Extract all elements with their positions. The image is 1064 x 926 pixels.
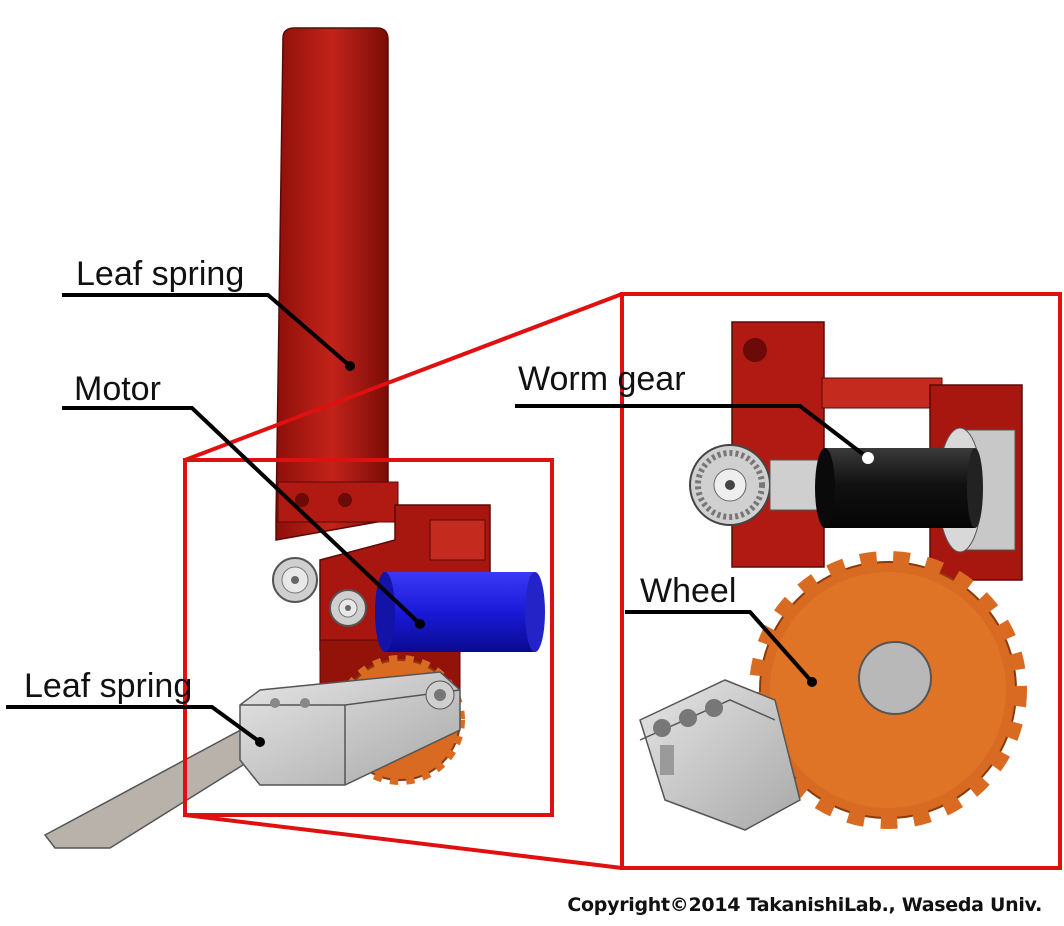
callout-leaf-spring-top: Leaf spring <box>62 255 355 371</box>
inset-clamp-block <box>639 679 801 831</box>
motor-cylinder <box>375 572 545 652</box>
callout-leaf-spring-bottom: Leaf spring <box>6 667 265 747</box>
inset-wheel <box>749 551 1027 829</box>
label-wheel: Wheel <box>640 572 736 610</box>
label-worm-gear: Worm gear <box>518 360 686 398</box>
leaf-spring-horizontal <box>43 724 277 849</box>
label-leaf-spring-bottom: Leaf spring <box>24 667 192 705</box>
callout-motor: Motor <box>62 370 425 629</box>
callout-wheel: Wheel <box>625 572 817 687</box>
label-leaf-spring-top: Leaf spring <box>76 255 244 293</box>
copyright-notice: Copyright©2014 TakanishiLab., Waseda Uni… <box>567 894 1042 916</box>
motor-pulley-small <box>272 557 367 627</box>
zoom-connector-lines <box>184 292 623 870</box>
label-motor: Motor <box>74 370 161 408</box>
callout-worm-gear: Worm gear <box>515 360 874 464</box>
spring-clamp-block-left <box>239 671 461 786</box>
leaf-spring-vertical <box>275 27 389 541</box>
zoom-source-box <box>183 458 554 817</box>
inset-worm-gear <box>815 448 983 528</box>
